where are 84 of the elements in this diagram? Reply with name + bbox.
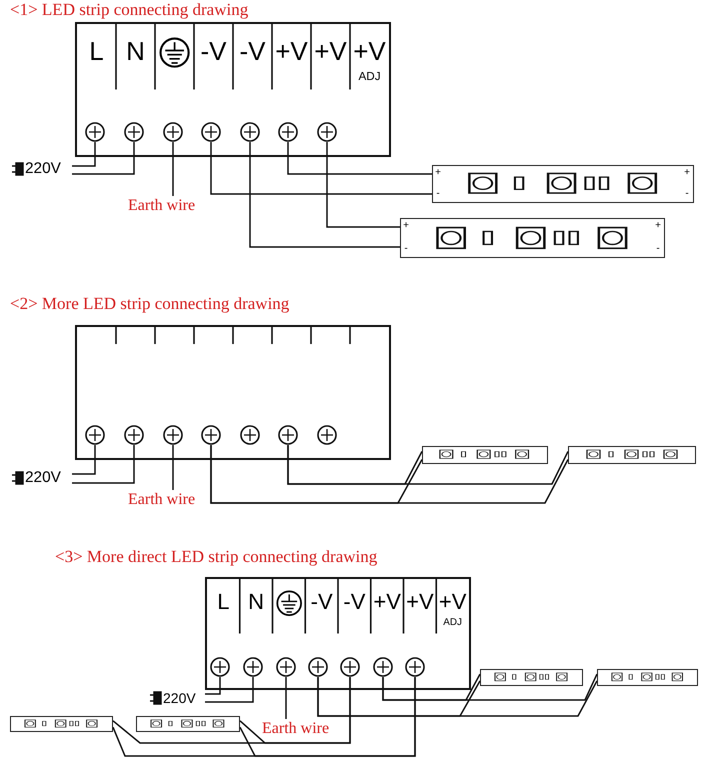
power-supply-box xyxy=(205,577,471,690)
wire xyxy=(382,674,598,701)
terminal-label: N xyxy=(247,590,266,614)
terminal-label: +V xyxy=(372,590,402,614)
polarity-sign: + xyxy=(683,168,691,178)
wire xyxy=(210,142,432,195)
power-supply-box xyxy=(75,325,391,460)
terminal-label: L xyxy=(88,37,105,66)
terminal-label: +V xyxy=(438,590,468,614)
wire xyxy=(205,677,254,703)
wire xyxy=(72,445,135,484)
terminal-label: +V xyxy=(405,590,435,614)
terminal-label: -V xyxy=(238,37,266,66)
terminal-label: L xyxy=(216,590,230,614)
led-strip xyxy=(400,218,665,258)
terminal-label: -V xyxy=(200,37,228,66)
screw-terminal xyxy=(278,122,298,142)
screw-terminal xyxy=(201,122,221,142)
wire xyxy=(240,677,351,744)
screw-terminal xyxy=(243,657,263,677)
screw-terminal xyxy=(240,425,260,445)
wire xyxy=(172,445,174,490)
terminal-label: +V xyxy=(313,37,348,66)
terminal-label: +V xyxy=(352,37,387,66)
polarity-sign: + xyxy=(402,221,410,231)
screw-terminal xyxy=(373,657,393,677)
wire-label: Earth wire xyxy=(262,719,342,738)
polarity-sign: - xyxy=(403,244,409,254)
polarity-sign: + xyxy=(654,221,662,231)
polarity-sign: + xyxy=(434,168,442,178)
section-heading: <3> More direct LED strip connecting drawing xyxy=(55,547,378,567)
screw-terminal xyxy=(240,122,260,142)
wire xyxy=(287,445,569,485)
wire xyxy=(172,142,174,196)
terminal-label: -V xyxy=(310,590,334,614)
led-strip xyxy=(480,669,583,686)
screw-terminal xyxy=(317,122,337,142)
led-strip xyxy=(568,446,696,464)
terminal-label: +V xyxy=(274,37,309,66)
section-heading: <1> LED strip connecting drawing xyxy=(10,0,248,20)
screw-terminal xyxy=(340,657,360,677)
screw-terminal xyxy=(85,122,105,142)
wire xyxy=(287,142,432,175)
screw-terminal xyxy=(163,425,183,445)
terminal-label: N xyxy=(125,37,146,66)
screw-terminal xyxy=(85,425,105,445)
screw-terminal xyxy=(317,425,337,445)
polarity-sign: - xyxy=(684,189,690,199)
wire xyxy=(72,142,96,167)
wire xyxy=(285,677,287,719)
screw-terminal xyxy=(210,657,230,677)
screw-terminal xyxy=(276,657,296,677)
wire-label: Earth wire xyxy=(128,490,210,512)
screw-terminal xyxy=(308,657,328,677)
led-strip xyxy=(136,716,240,732)
voltage-label: 220V xyxy=(163,689,196,708)
wire xyxy=(317,677,598,717)
voltage-label: 220V xyxy=(25,159,61,179)
voltage-label: 220V xyxy=(25,468,61,488)
screw-terminal xyxy=(124,425,144,445)
polarity-sign: - xyxy=(435,189,441,199)
wire xyxy=(205,677,221,695)
led-strip xyxy=(432,165,694,203)
wire xyxy=(72,142,135,175)
screw-terminal xyxy=(405,657,425,677)
power-supply-box xyxy=(75,22,391,157)
polarity-sign: - xyxy=(655,244,661,254)
wire xyxy=(210,445,569,504)
led-strip xyxy=(597,669,698,686)
terminal-label: ADJ xyxy=(442,618,463,630)
wire xyxy=(239,677,416,757)
wire xyxy=(326,142,400,228)
screw-terminal xyxy=(201,425,221,445)
screw-terminal xyxy=(124,122,144,142)
section-heading: <2> More LED strip connecting drawing xyxy=(10,294,290,314)
wire xyxy=(249,142,400,248)
terminal-label: -V xyxy=(342,590,366,614)
wire xyxy=(72,445,96,475)
wire-label: Earth wire xyxy=(128,196,213,218)
led-strip xyxy=(10,716,113,732)
terminal-label: ADJ xyxy=(357,70,382,84)
screw-terminal xyxy=(163,122,183,142)
screw-terminal xyxy=(278,425,298,445)
led-strip xyxy=(422,446,548,464)
